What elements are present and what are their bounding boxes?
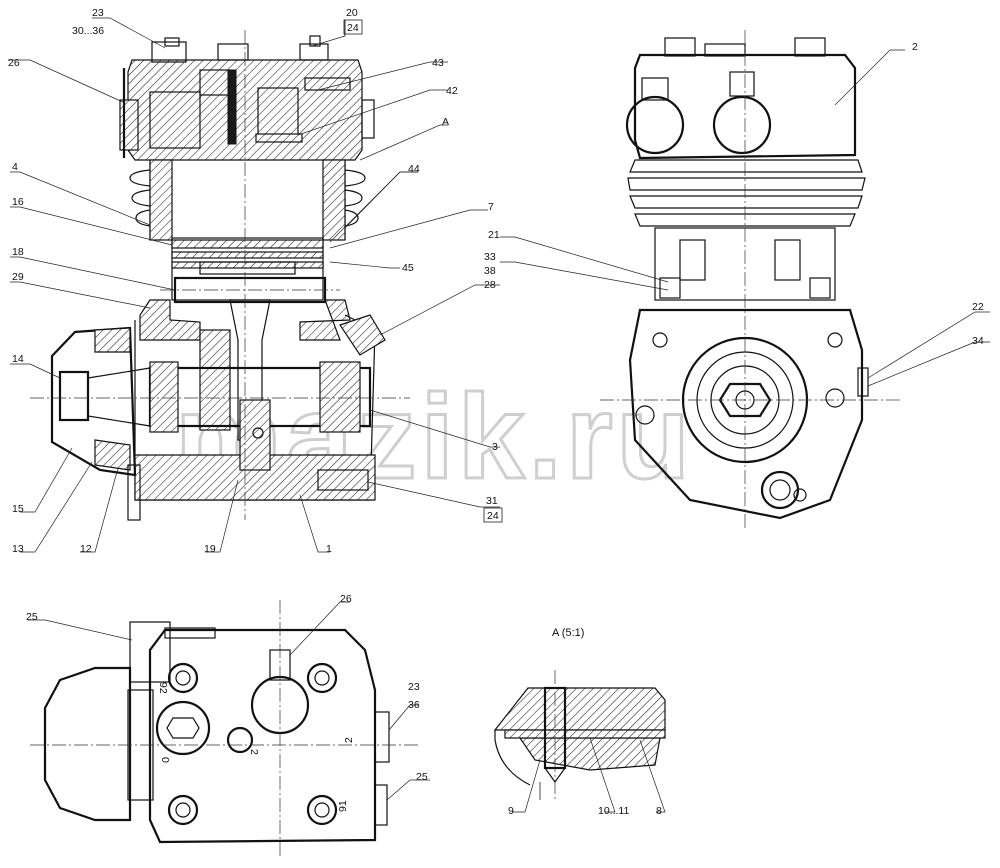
label-45: 45 [402,262,414,274]
label-18: 18 [12,246,24,258]
label-42: 42 [446,85,458,97]
label-21: 21 [488,229,500,241]
label-24a: 24 [347,22,359,34]
label-23-top: 23 [92,7,104,19]
cast-mark-91: 91 [337,800,349,812]
label-23b: 23 [408,681,420,693]
label-44: 44 [408,163,420,175]
label-31: 31 [486,495,498,507]
label-15: 15 [12,503,24,515]
leader-lines [8,17,990,813]
label-3: 3 [492,441,498,453]
label-10-11: 10...11 [598,805,629,817]
section-title: A (5:1) [552,627,584,639]
cast-mark-2b: 2 [343,737,355,743]
label-24a-box [343,19,363,35]
label-2: 2 [912,41,918,53]
label-19: 19 [204,543,216,555]
cast-mark-2a: 2 [248,749,260,755]
label-24b-box [483,507,503,523]
label-9: 9 [508,805,514,817]
part-labels: 23 30...36 20 24 26 43 42 A 44 4 16 7 45… [8,7,984,817]
label-26a: 26 [8,57,20,69]
label-A: A [442,116,449,128]
detail-a-view [493,670,666,800]
label-24b: 24 [487,510,499,522]
cast-mark-0: 0 [159,757,171,763]
label-8: 8 [656,805,662,817]
label-30-36: 30...36 [72,25,104,37]
label-12: 12 [80,543,92,555]
label-16: 16 [12,196,24,208]
label-26b: 26 [340,593,352,605]
cast-mark-92: 92 [157,682,169,694]
label-1: 1 [326,543,332,555]
label-43: 43 [432,57,444,69]
label-34: 34 [972,335,984,347]
label-7: 7 [488,201,494,213]
cross-section-view [30,30,410,521]
side-view [600,30,900,530]
label-25b: 25 [416,771,428,783]
casting-marks: 92 2 2 0 91 [157,682,355,812]
label-25a: 25 [26,611,38,623]
label-38: 38 [484,265,496,277]
label-20: 20 [346,7,358,19]
top-view [30,600,420,858]
label-4: 4 [12,161,18,173]
label-28: 28 [484,279,496,291]
label-22: 22 [972,301,984,313]
label-13: 13 [12,543,24,555]
label-14: 14 [12,353,24,365]
label-33: 33 [484,251,496,263]
label-36: 36 [408,699,420,711]
label-29: 29 [12,271,24,283]
